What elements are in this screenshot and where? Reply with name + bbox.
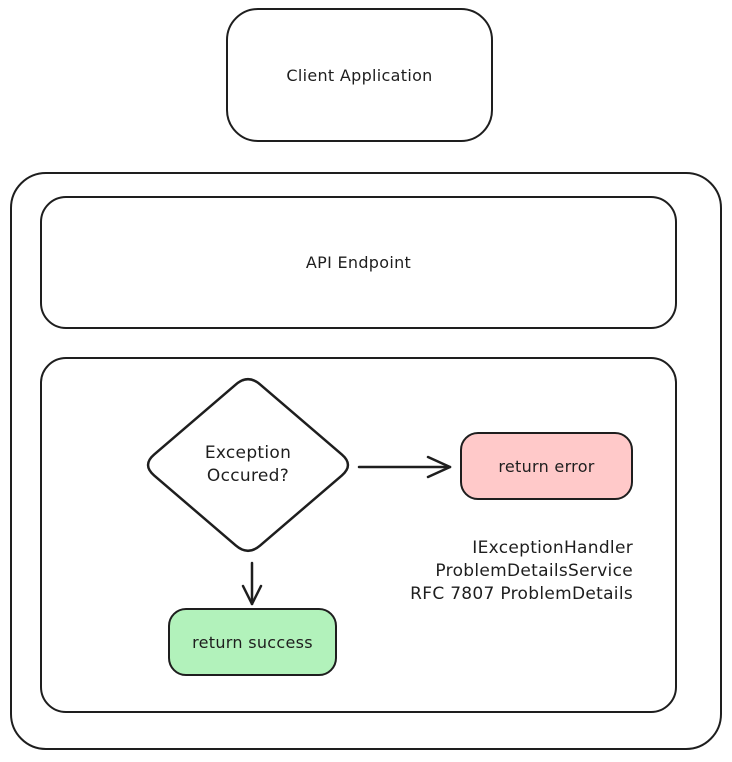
return-error-label: return error [498,456,595,476]
decision-label: Exception Occured? [138,370,358,560]
handler-note-line2: ProblemDetailsService [435,561,633,581]
api-endpoint-label: API Endpoint [305,253,412,272]
decision-diamond-shape [146,377,350,553]
decision-label-line1: Exception [204,443,292,463]
handler-note-line1: IExceptionHandler [472,538,633,558]
return-success-node: return success [168,608,337,676]
handler-container-node [40,357,677,713]
arrow-to-success [241,561,263,606]
arrow-to-error [357,455,452,479]
handler-note: IExceptionHandler ProblemDetailsService … [353,537,633,606]
client-application-node: Client Application [226,8,493,142]
return-success-label: return success [192,632,313,652]
decision-label-line2: Occured? [206,466,290,486]
return-error-node: return error [460,432,633,500]
handler-note-line3: RFC 7807 ProblemDetails [410,584,633,604]
api-endpoint-node: API Endpoint [40,196,677,329]
client-application-label: Client Application [286,65,433,85]
